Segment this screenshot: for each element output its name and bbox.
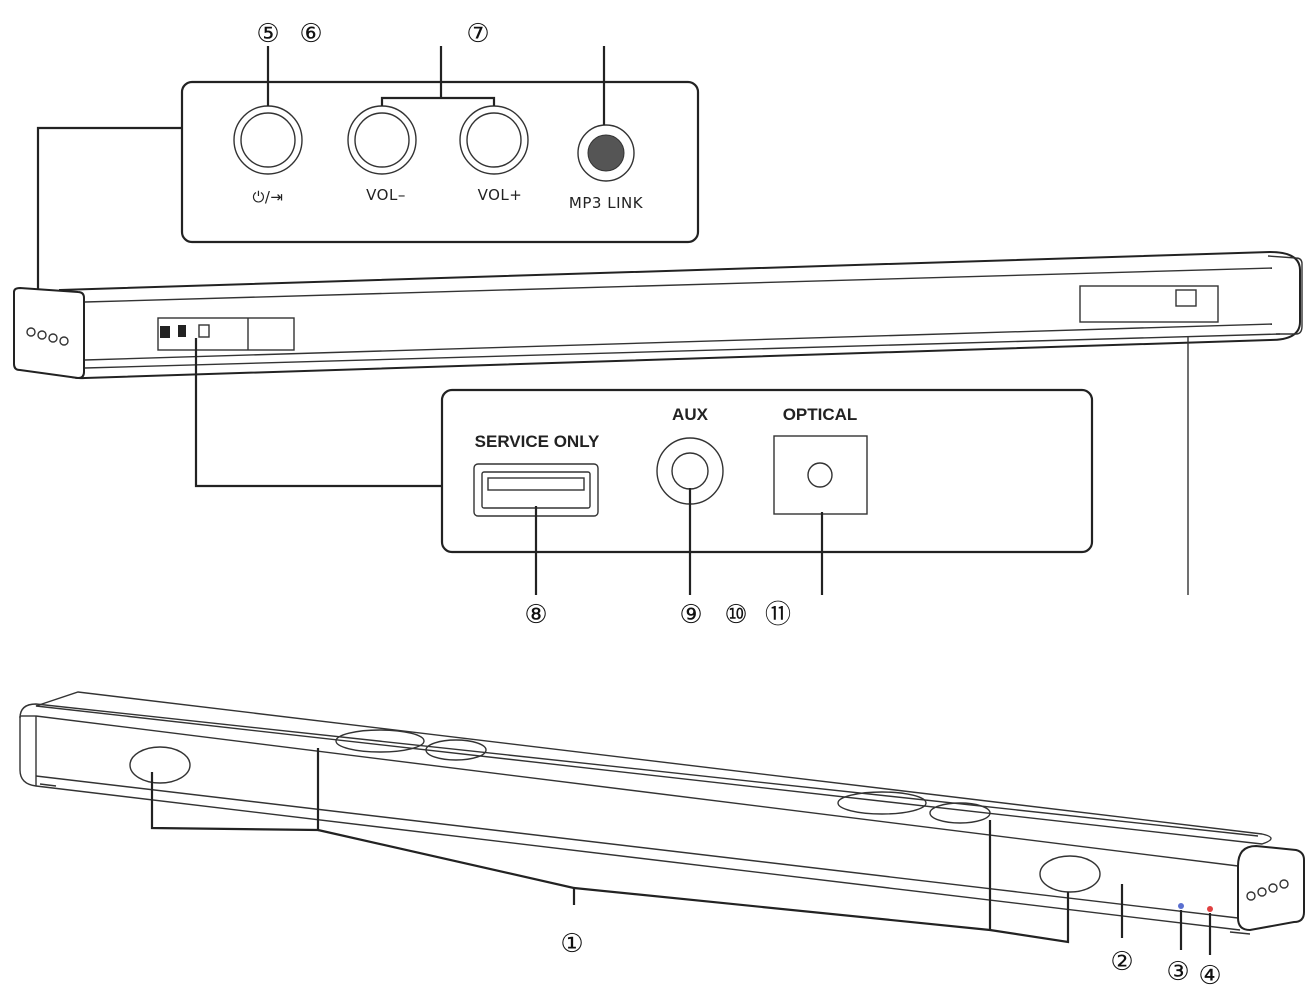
vol-plus-button [459, 105, 529, 175]
soundbar-front-view [19, 691, 1305, 955]
soundbar-rear-view [13, 250, 1303, 595]
callout-9: ⑨ [679, 600, 702, 630]
vol-minus-button [347, 105, 417, 175]
end-cap-dots-left [26, 327, 69, 346]
power-source-label: ⏻/⇥ [253, 188, 284, 206]
callout-6: ⑥ [299, 19, 322, 49]
led-blue [1178, 903, 1184, 909]
tweeter-oval-1 [335, 729, 425, 753]
tweeter-oval-4 [929, 802, 991, 824]
callout-10: ⑩ [724, 600, 747, 630]
optical-port [773, 435, 868, 515]
callout-11: ⑪ [765, 600, 791, 630]
front-speaker-left [129, 746, 191, 784]
power-button [233, 105, 303, 175]
callout-2: ② [1110, 947, 1133, 977]
callout-7: ⑦ [466, 19, 489, 49]
mp3-link-label: MP3 LINK [569, 194, 644, 212]
port-panel: SERVICE ONLY AUX OPTICAL [440, 388, 1094, 595]
end-cap-dots-right [1246, 879, 1289, 901]
callout-4: ④ [1198, 961, 1221, 990]
vol-minus-label: VOL– [366, 186, 406, 204]
aux-label: AUX [672, 405, 709, 424]
callout-1: ① [560, 929, 583, 959]
service-only-label: SERVICE ONLY [475, 432, 600, 451]
vol-plus-label: VOL+ [478, 186, 523, 204]
callout-3: ③ [1166, 957, 1189, 987]
callout-5: ⑤ [256, 19, 279, 49]
front-speaker-right [1039, 855, 1101, 893]
optical-label: OPTICAL [783, 405, 858, 424]
led-red [1207, 906, 1213, 912]
tweeter-oval-2 [425, 739, 487, 761]
mp3-link-jack [577, 124, 635, 182]
top-control-panel: ⏻/⇥ VOL– VOL+ MP3 LINK [180, 46, 700, 244]
tweeter-oval-3 [837, 791, 927, 815]
callout-8: ⑧ [524, 600, 547, 630]
